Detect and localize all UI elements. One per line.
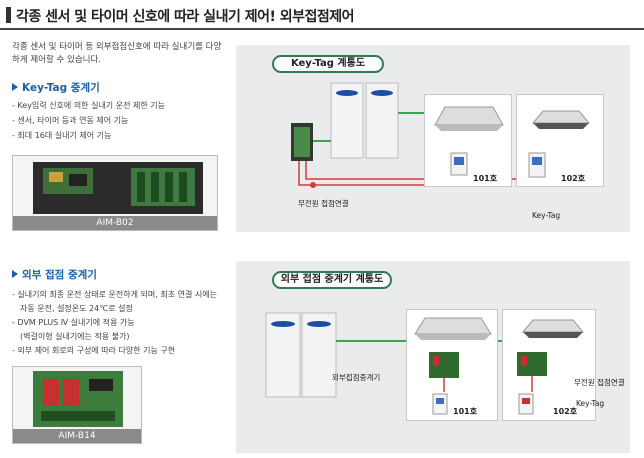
room-101-label: 101호 [453,407,478,416]
board-illustration [33,371,123,427]
section2-bullets: - 실내기의 최종 운전 상태로 운전하게 되며, 최초 연결 시에는 자동 운… [12,288,217,358]
list-item: - 최대 16대 실내기 제어 기능 [12,131,112,140]
room-101-label: 101호 [473,174,498,183]
section1-bullets: - Key입력 신호에 의한 실내기 운전 제한 기능 - 센서, 타이머 등과… [12,98,165,143]
board-illustration [33,162,203,214]
list-item: - Key입력 신호에 의한 실내기 운전 제한 기능 [12,101,165,110]
keytag-label: Key-Tag [576,399,605,408]
cassette-indoor-unit [528,110,591,178]
relay-label: 외부접점중계기 [332,373,381,382]
triangle-icon [12,83,18,91]
diagram-external-contact: 외부 접점 중계기 계통도 101호 102호 외부접점중계기 무전원 접점연결… [236,261,630,453]
keytag-wiring [291,82,526,188]
external-contact-wiring [265,312,502,398]
section1-title: Key-Tag 중계기 [12,80,100,95]
triangle-icon [12,270,18,278]
room-102-illustration [517,319,585,415]
list-item: - 센서, 타이머 등과 연동 제어 기능 [12,116,129,125]
product-image-aim-b14: AIM-B14 [12,366,142,444]
wireless-contact-label: 무전원 접점연결 [298,199,349,208]
list-item: - 실내기의 최종 운전 상태로 운전하게 되며, 최초 연결 시에는 [12,290,217,299]
room-102: 102호 [516,94,604,187]
product-image-aim-b02: AIM-B02 [12,155,218,231]
room-102-label: 102호 [553,407,578,416]
diagram-title-pill: Key-Tag 계통도 [272,55,384,73]
page-header: 각종 센서 및 타이머 신호에 따라 실내기 제어! 외부접점제어 [0,0,644,30]
room-102-label: 102호 [561,174,586,183]
list-item: - DVM PLUS Ⅳ 실내기에 적용 가능 [12,318,135,327]
list-item: (벽걸이형 실내기에는 적용 불가) [20,332,130,341]
intro-text: 각종 센서 및 타이머 등 외부접점신호에 따라 실내기를 다양하게 제어할 수… [12,42,222,65]
list-item: 자동 운전, 설정온도 24℃로 설정 [20,304,133,313]
room-101: 101호 [406,309,498,421]
room-102: 102호 [502,309,596,421]
room-101-illustration [414,317,492,415]
room-101: 101호 [424,94,512,187]
diagram-title-pill: 외부 접점 중계기 계통도 [272,271,392,289]
product-caption: AIM-B14 [13,429,141,443]
page-title: 각종 센서 및 타이머 신호에 따라 실내기 제어! 외부접점제어 [16,9,355,25]
wireless-contact-label: 무전원 접점연결 [574,378,625,387]
list-item: - 외부 제어 회로의 구성에 따라 다양한 기능 구현 [12,346,176,355]
product-caption: AIM-B02 [13,216,217,230]
header-marker [6,7,11,23]
keytag-label: Key-Tag [532,211,561,220]
cassette-indoor-unit [434,106,504,176]
section2-title: 외부 접점 중계기 [12,267,97,282]
diagram-keytag: Key-Tag 계통도 101호 102호 무전원 접점연결 Key-Tag [236,45,630,232]
